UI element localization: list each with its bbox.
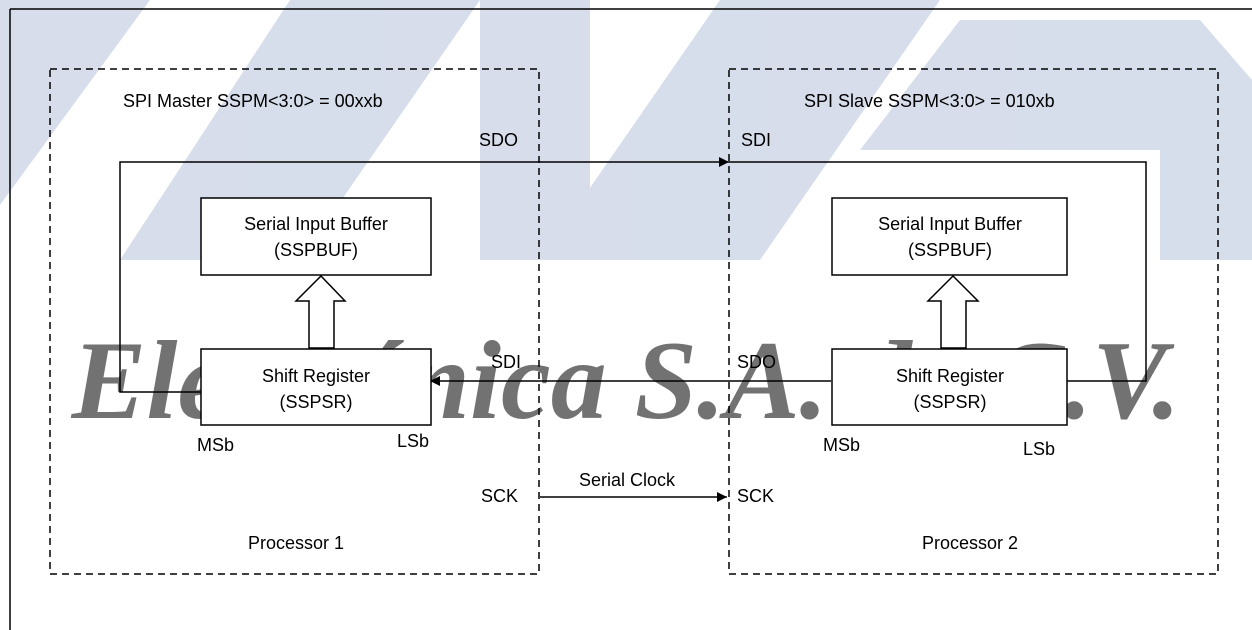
slave-buffer-label-line2: (SSPBUF): [908, 240, 992, 260]
master-shift-label-line2: (SSPSR): [279, 392, 352, 412]
master-lsb-label: LSb: [397, 431, 429, 451]
slave-shift-label-line1: Shift Register: [896, 366, 1004, 386]
processor2-name: Processor 2: [922, 533, 1018, 553]
watermark-shape-right: [860, 20, 1252, 260]
watermark-shape-left: [0, 0, 150, 205]
master-buffer-label-line2: (SSPBUF): [274, 240, 358, 260]
watermark-shape-slash-2: [540, 0, 940, 260]
master-buffer-label-line1: Serial Input Buffer: [244, 214, 388, 234]
master-serial-input-buffer: [200, 197, 432, 276]
slave-sdi-label: SDI: [741, 130, 771, 150]
master-sdi-label: SDI: [491, 352, 521, 372]
slave-msb-label: MSb: [823, 435, 860, 455]
master-shift-label-line1: Shift Register: [262, 366, 370, 386]
master-msb-label: MSb: [197, 435, 234, 455]
processor2-boundary: [728, 68, 1219, 575]
master-sdo-label: SDO: [479, 130, 518, 150]
slave-sck-label: SCK: [737, 486, 774, 506]
slave-lsb-label: LSb: [1023, 439, 1055, 459]
master-mode-label: SPI Master SSPM<3:0> = 00xxb: [123, 91, 383, 111]
sdo-to-sdi-line: [119, 157, 729, 393]
master-buffer-transfer-arrow: [294, 274, 347, 349]
master-sck-label: SCK: [481, 486, 518, 506]
sdi-to-slave-shift-line: [729, 161, 1147, 382]
slave-buffer-transfer-arrow: [926, 274, 980, 349]
watermark-shape-slash: [120, 0, 480, 260]
slave-shift-register: [831, 348, 1068, 426]
watermark-logo: [0, 0, 1252, 260]
slave-serial-input-buffer: [831, 197, 1068, 276]
processor1-name: Processor 1: [248, 533, 344, 553]
processor1-boundary: [49, 68, 540, 575]
master-shift-register: [200, 348, 432, 426]
serial-clock-label: Serial Clock: [579, 470, 676, 490]
slave-mode-label: SPI Slave SSPM<3:0> = 010xb: [804, 91, 1055, 111]
slave-shift-label-line2: (SSPSR): [913, 392, 986, 412]
slave-buffer-label-line1: Serial Input Buffer: [878, 214, 1022, 234]
slave-sdo-label: SDO: [737, 352, 776, 372]
